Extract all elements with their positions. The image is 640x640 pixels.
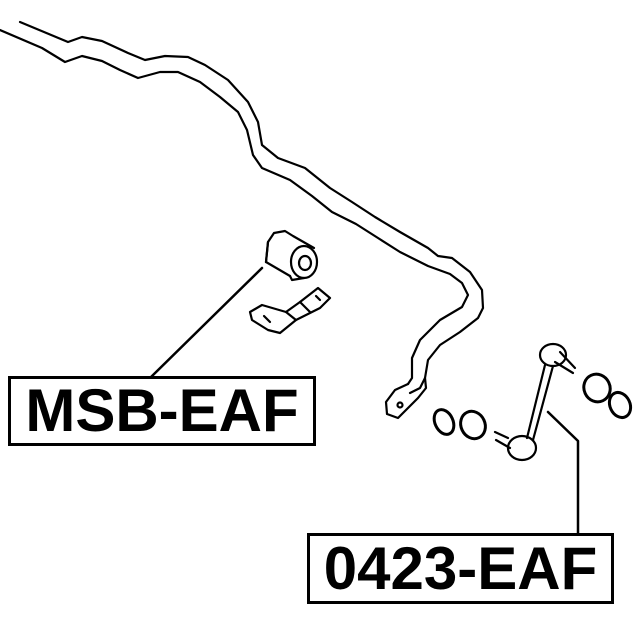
part-number-0423: 0423-EAF bbox=[323, 534, 598, 602]
stabilizer-bushing bbox=[264, 229, 319, 282]
part-number-msb: MSB-EAF bbox=[25, 377, 299, 444]
part-label-link: 0423-EAF bbox=[307, 533, 614, 604]
stabilizer-link bbox=[493, 342, 577, 462]
stabilizer-bar bbox=[0, 20, 485, 420]
leader-line-link bbox=[546, 410, 580, 535]
leader-line-bushing bbox=[148, 266, 264, 380]
part-label-bushing: MSB-EAF bbox=[8, 376, 316, 446]
link-nuts-washers bbox=[432, 372, 633, 441]
bushing-bracket bbox=[248, 286, 332, 335]
